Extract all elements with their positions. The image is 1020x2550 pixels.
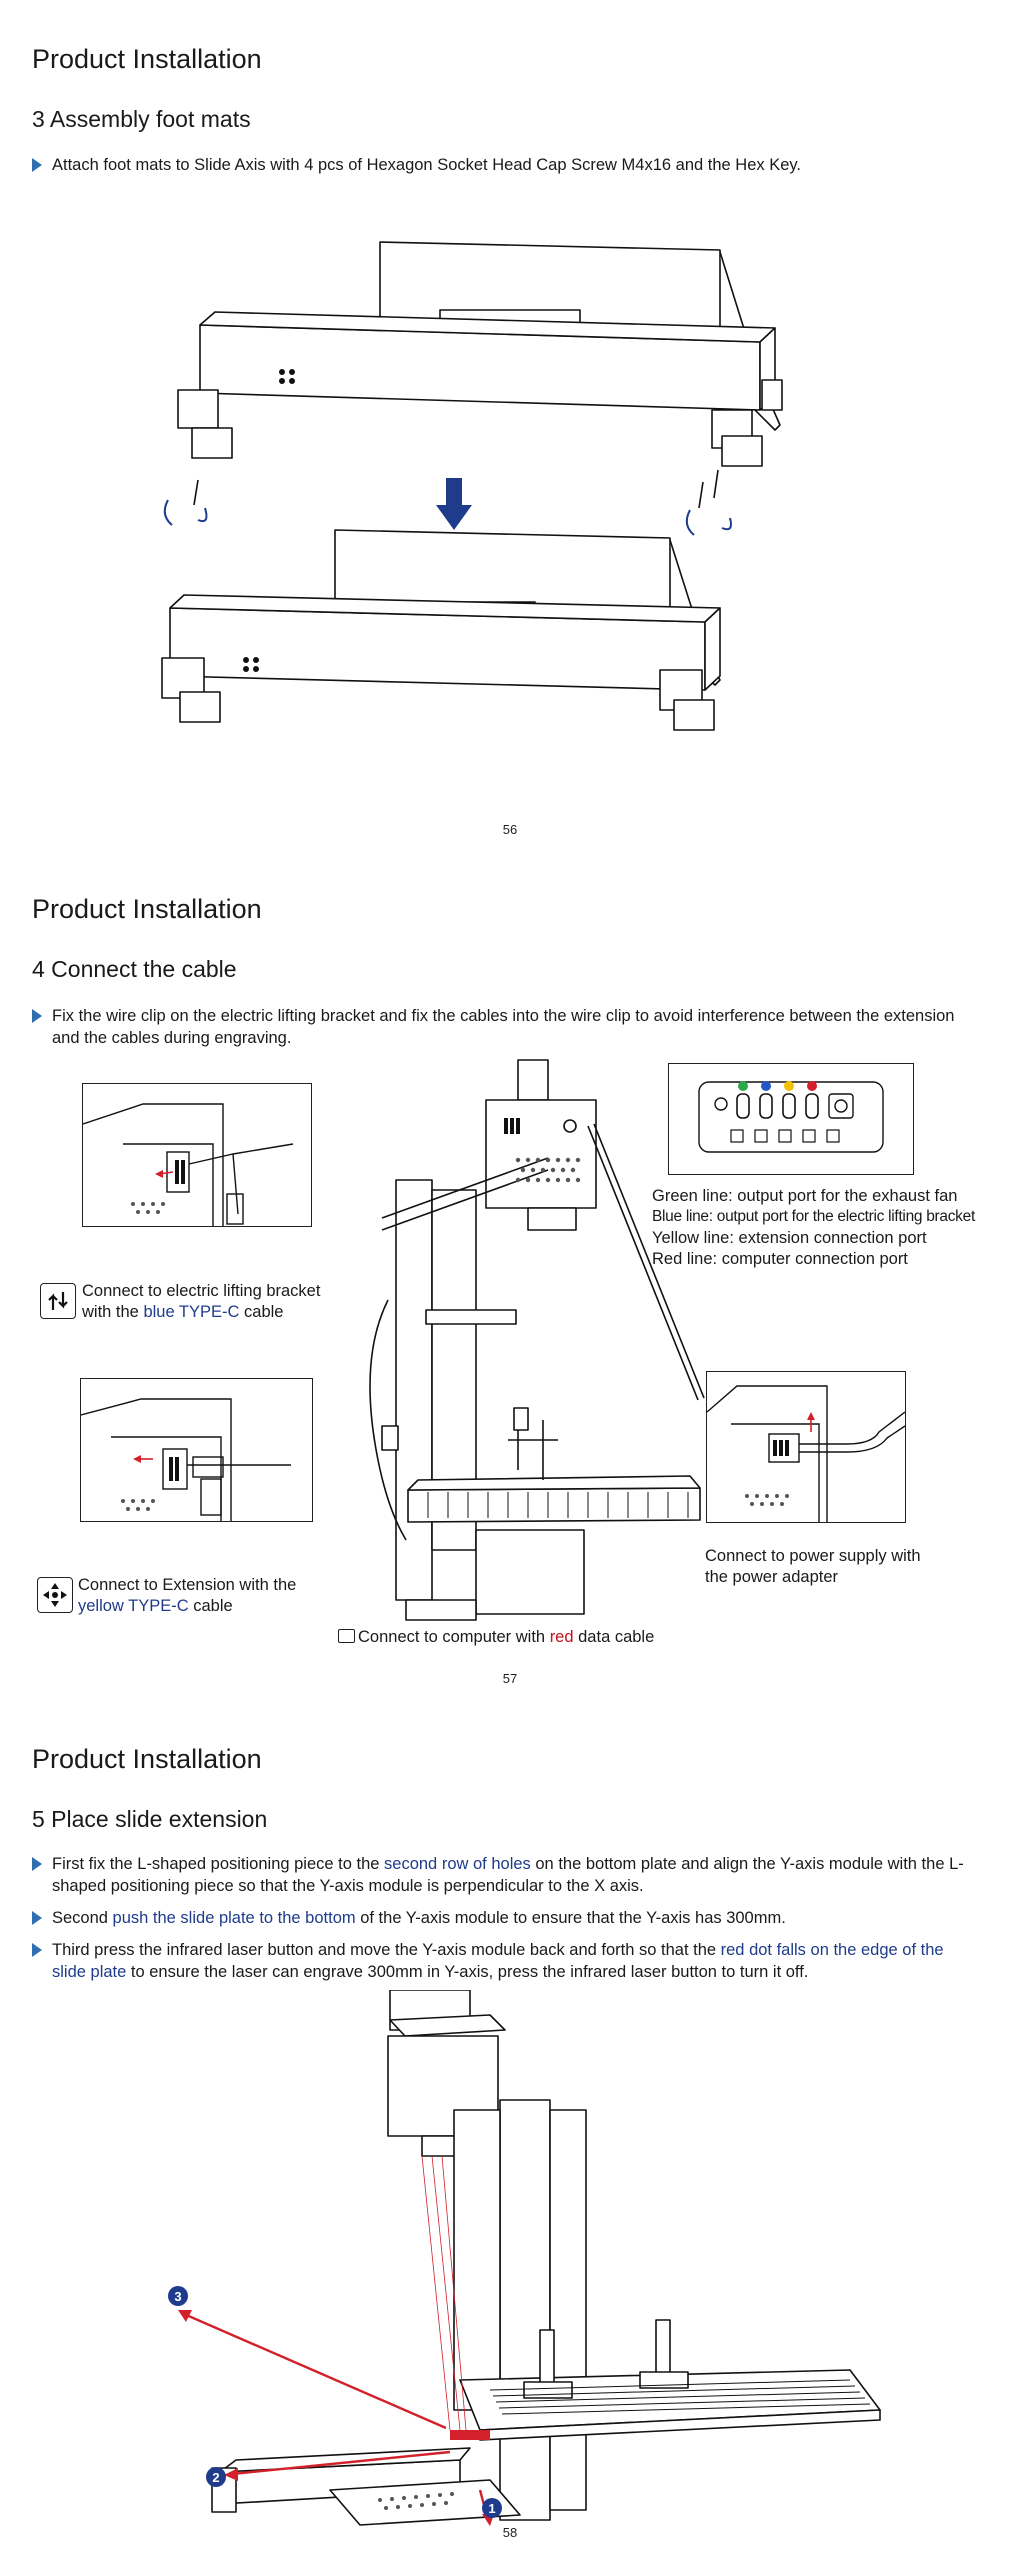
computer-caption: Connect to computer with red data cable <box>338 1627 654 1648</box>
page-57: Product Installation 4 Connect the cable… <box>0 850 1020 1700</box>
bullet-triangle-icon <box>32 1857 42 1871</box>
svg-text:3: 3 <box>174 2289 181 2304</box>
bullet-triangle-icon <box>32 1009 42 1023</box>
bullet-triangle-icon <box>32 1911 42 1925</box>
instruction-bullet-2: Second push the slide plate to the botto… <box>32 1907 972 1929</box>
page-number: 58 <box>502 2525 518 2540</box>
svg-text:1: 1 <box>488 2501 495 2516</box>
page-56: Product Installation 3 Assembly foot mat… <box>0 0 1020 850</box>
section-heading: 5 Place slide extension <box>32 1806 268 1832</box>
legend-blue: Blue line: output port for the electric … <box>652 1208 975 1225</box>
computer-cable-icon <box>338 1629 355 1643</box>
page-58: Product Installation 5 Place slide exten… <box>0 1700 1020 2550</box>
port-dot-blue <box>761 1081 771 1091</box>
bullet-triangle-icon <box>32 158 42 172</box>
legend-green: Green line: output port for the exhaust … <box>652 1187 958 1205</box>
marker-1: 1 <box>482 2498 502 2518</box>
port-dot-green <box>738 1081 748 1091</box>
slide-extension-illustration: 3 2 1 <box>168 1990 881 2526</box>
power-caption: Connect to power supply with the power a… <box>705 1547 921 1586</box>
extension-icon <box>37 1577 73 1613</box>
port-dot-red <box>807 1081 817 1091</box>
foot-mat-illustration <box>161 241 783 731</box>
power-supply-inset <box>706 1371 906 1523</box>
page-number: 56 <box>502 822 518 837</box>
legend-red: Red line: computer connection port <box>652 1250 908 1268</box>
extension-inset <box>80 1378 313 1522</box>
legend-yellow: Yellow line: extension connection port <box>652 1229 927 1247</box>
marker-2: 2 <box>206 2467 226 2487</box>
bullet-triangle-icon <box>32 1943 42 1957</box>
port-panel-inset <box>668 1063 914 1175</box>
instruction-bullet-1: First fix the L-shaped positioning piece… <box>32 1853 972 1897</box>
marker-3: 3 <box>168 2286 188 2306</box>
lifting-bracket-caption: Connect to electric lifting bracket with… <box>82 1282 321 1321</box>
svg-text:2: 2 <box>212 2470 219 2485</box>
page-number: 57 <box>502 1671 518 1686</box>
section-heading: 3 Assembly foot mats <box>32 106 251 132</box>
instruction-bullet-3: Third press the infrared laser button an… <box>32 1939 972 1983</box>
port-dot-yellow <box>784 1081 794 1091</box>
down-arrow-icon <box>436 478 472 530</box>
lifting-bracket-icon <box>40 1283 76 1319</box>
page-title: Product Installation <box>32 1744 262 1774</box>
section-heading: 4 Connect the cable <box>32 956 237 982</box>
page-title: Product Installation <box>32 44 262 74</box>
page-title: Product Installation <box>32 894 262 924</box>
extension-caption: Connect to Extension with the yellow TYP… <box>78 1576 297 1615</box>
instruction-bullet: Attach foot mats to Slide Axis with 4 pc… <box>32 154 801 176</box>
instruction-bullet: Fix the wire clip on the electric liftin… <box>32 1005 972 1049</box>
lifting-bracket-inset <box>82 1083 312 1227</box>
engraver-machine-illustration <box>369 1059 705 1621</box>
